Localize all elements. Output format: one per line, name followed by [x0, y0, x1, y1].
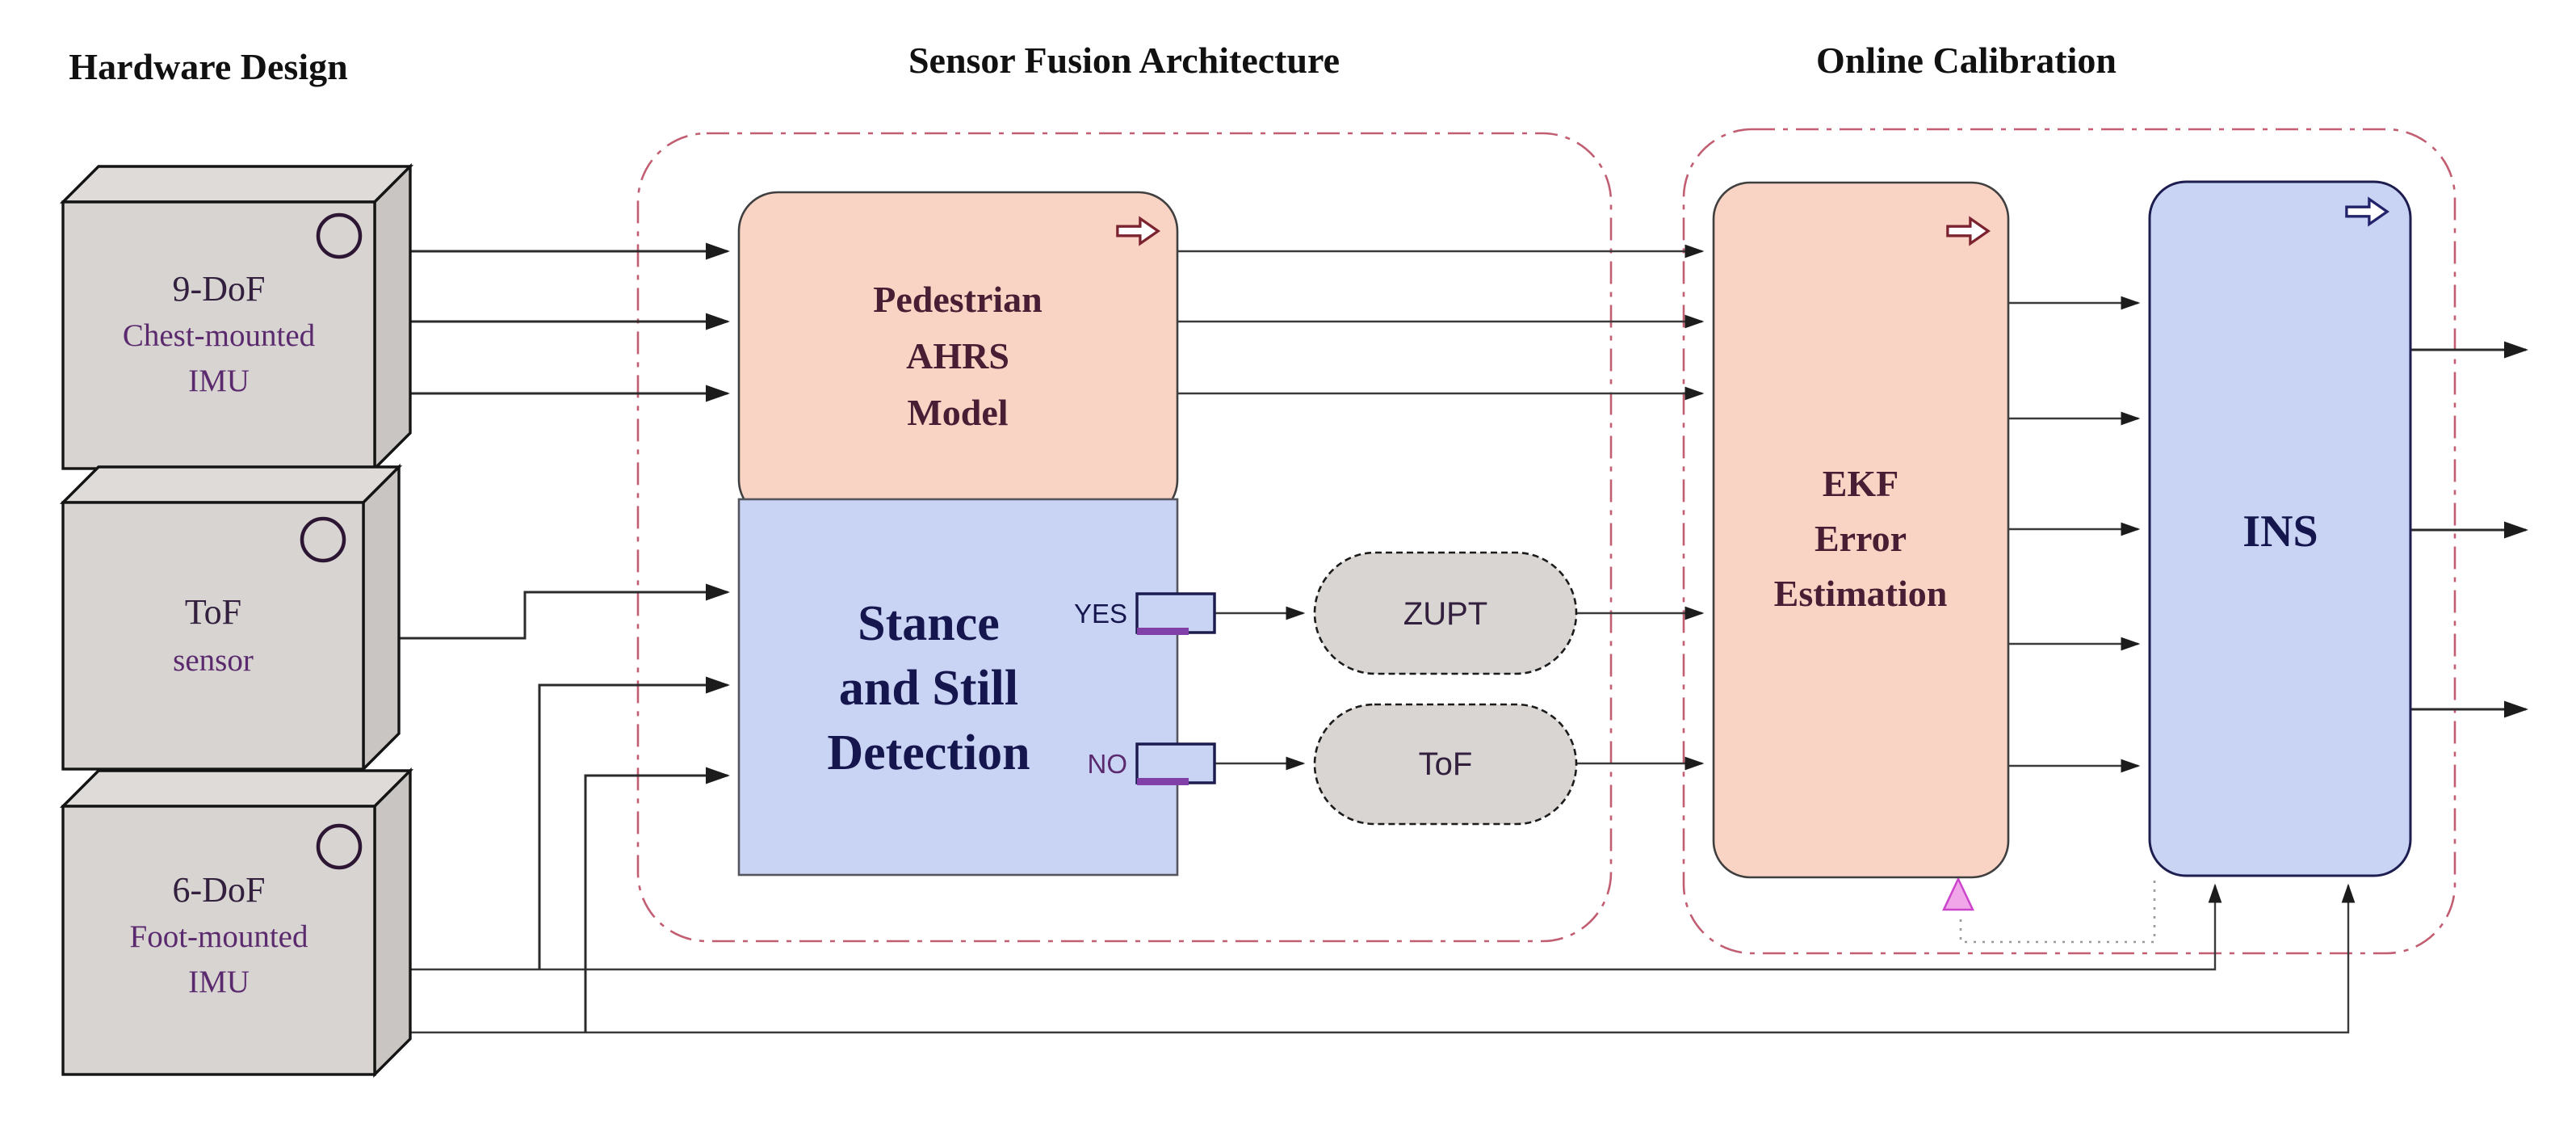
ekf-box — [1712, 181, 2010, 879]
box-top-face — [59, 769, 414, 808]
stance-label: Stance — [858, 596, 1000, 651]
ekf-label: EKF — [1823, 463, 1899, 504]
section-title-fusion: Sensor Fusion Architecture — [908, 40, 1340, 81]
stance-box — [737, 498, 1179, 877]
yes-port-accent — [1137, 628, 1189, 635]
no-port-connector — [1135, 742, 1216, 784]
ekf-error-estimation-block: EKF Error Estimation — [1712, 181, 2010, 879]
hw-box-label: Chest-mounted — [123, 318, 316, 353]
box-side-face — [373, 767, 412, 1078]
tof-capsule: ToF — [1313, 703, 1578, 826]
no-port-accent — [1137, 778, 1189, 785]
hw-box-label: 9-DoF — [173, 269, 266, 309]
yes-port-label: YES — [1074, 599, 1127, 629]
stance-detection-block: Stance and Still Detection YES NO — [737, 498, 1216, 877]
box-front-face — [61, 805, 376, 1076]
hardware-box-tof-sensor: ToF sensor — [59, 463, 403, 773]
feedback-dotted-line — [1959, 881, 2156, 944]
box-side-face — [373, 162, 412, 473]
ekf-label: Estimation — [1774, 573, 1948, 614]
hw-box-label: sensor — [173, 643, 254, 678]
box-top-face — [59, 165, 414, 204]
ahrs-model-block: Pedestrian AHRS Model — [737, 191, 1179, 520]
tof-label: ToF — [1419, 746, 1473, 782]
hardware-box-9dof-imu: 9-DoF Chest-mounted IMU — [59, 162, 414, 473]
ekf-label: Error — [1815, 518, 1907, 559]
feedback-triangle-icon — [1942, 877, 1974, 911]
zupt-capsule: ZUPT — [1313, 551, 1578, 675]
tof-shape — [1313, 703, 1578, 826]
stance-label: Detection — [827, 725, 1030, 780]
line-6dof-out1-to-ins — [410, 883, 2222, 971]
ahrs-label: AHRS — [906, 335, 1009, 376]
zupt-shape — [1313, 551, 1578, 675]
connectors — [399, 242, 2528, 1034]
box-top-face — [59, 465, 403, 504]
line-tofsensor-to-stance — [399, 583, 730, 640]
section-title-hardware: Hardware Design — [69, 46, 347, 87]
corner-circle-icon — [316, 823, 363, 870]
corner-circle-icon — [300, 516, 346, 563]
line-6dof-out1-to-stance — [538, 676, 730, 969]
hw-box-label: Foot-mounted — [130, 919, 308, 954]
line-6dof-out2-to-ins — [410, 883, 2356, 1034]
zupt-label: ZUPT — [1403, 596, 1487, 632]
hw-box-label: IMU — [188, 364, 250, 398]
fusion-container-border — [636, 132, 1613, 943]
ins-block: INS — [2148, 180, 2412, 877]
stance-label: and Still — [839, 661, 1018, 716]
box-front-face — [61, 501, 365, 771]
section-title-calibration: Online Calibration — [1816, 40, 2117, 81]
hw-box-label: ToF — [185, 592, 241, 632]
hardware-box-6dof-imu: 6-DoF Foot-mounted IMU — [59, 767, 414, 1078]
ins-box — [2148, 180, 2412, 877]
ahrs-label: Pedestrian — [873, 279, 1043, 320]
ahrs-label: Model — [907, 392, 1008, 433]
yes-port-connector — [1135, 592, 1216, 634]
ins-label: INS — [2242, 507, 2318, 557]
corner-circle-icon — [316, 212, 363, 259]
hw-box-label: IMU — [188, 965, 250, 999]
hw-box-label: 6-DoF — [173, 870, 266, 910]
calibration-container-border — [1682, 128, 2456, 955]
no-port-label: NO — [1088, 749, 1128, 779]
box-side-face — [362, 463, 401, 773]
line-6dof-out2-to-stance — [584, 767, 730, 1032]
